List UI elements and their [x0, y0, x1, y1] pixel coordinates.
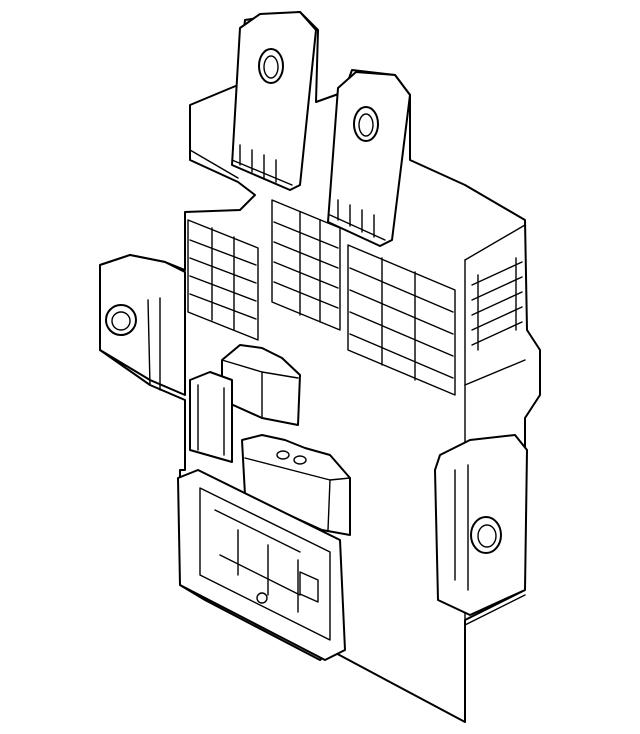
connector-large-bottom [177, 469, 346, 661]
fuse-bank-left [187, 219, 259, 341]
mounting-hole-1-icon [258, 48, 284, 84]
fuse-bank-middle [271, 199, 341, 331]
fuse-bank-right [347, 244, 456, 396]
mounting-tab-top-left [231, 11, 317, 191]
connector-pin-icon [256, 592, 268, 604]
mounting-ear-left [99, 254, 186, 396]
mounting-tab-top-right [327, 71, 411, 247]
connector-small-left [189, 371, 233, 463]
mounting-ear-right [434, 434, 528, 616]
mounting-hole-3-icon [105, 304, 137, 336]
mounting-hole-2-icon [353, 106, 379, 142]
relay-block [221, 344, 301, 426]
mounting-hole-4-icon [470, 516, 502, 554]
lower-panel-lines [464, 394, 541, 626]
side-ribs-right [471, 257, 523, 351]
